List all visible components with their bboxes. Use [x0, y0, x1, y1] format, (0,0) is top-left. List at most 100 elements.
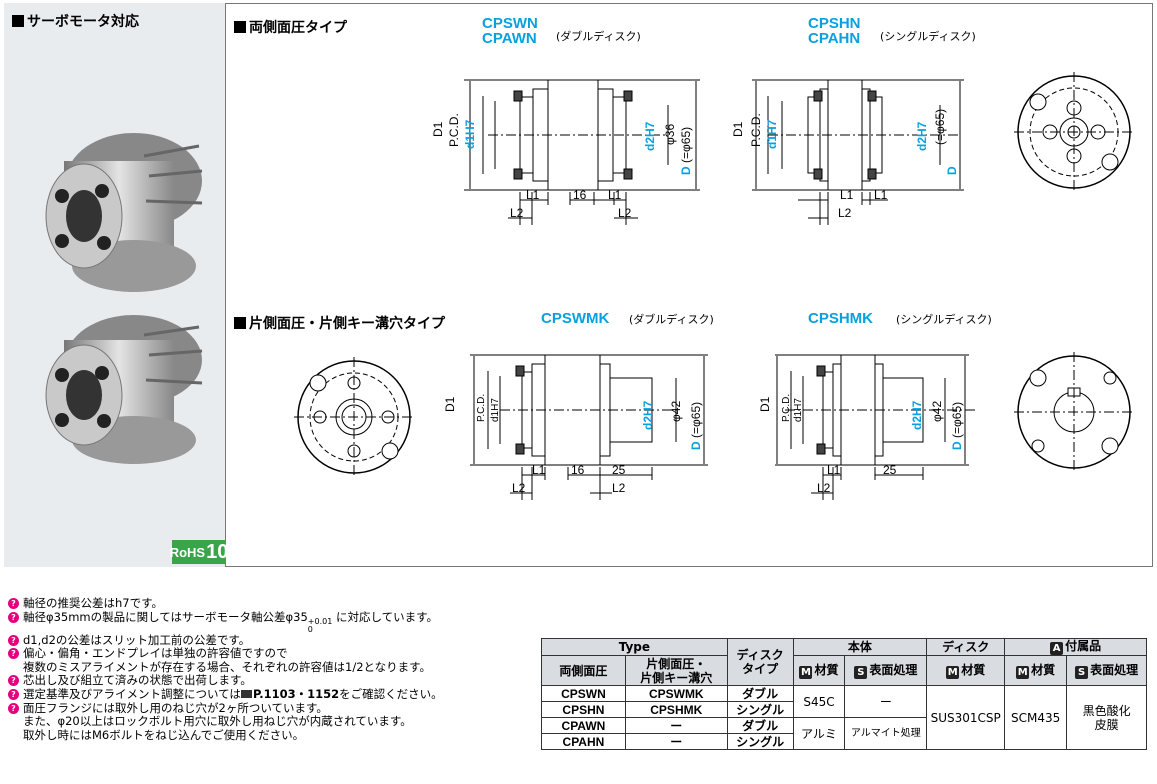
dim-pcd: P.C.D. — [476, 394, 487, 422]
dim-L1: L1 — [532, 463, 546, 477]
dim-L1: L1 — [827, 463, 841, 477]
table-row: CPAWN ー ダブル アルミ アルマイト処理 — [541, 717, 1147, 750]
coupling-photo-1 — [45, 133, 203, 292]
model-note-single: (シングルディスク) — [880, 30, 976, 43]
model-note-single-key: (シングルディスク) — [896, 313, 992, 326]
dim-phi42: φ42 — [669, 401, 683, 422]
dim-pcd: P.C.D. — [447, 113, 461, 147]
dim-L2-right: L2 — [618, 206, 632, 220]
dim-L1-right: L1 — [874, 188, 888, 202]
drawing-double-key: D1 P.C.D. d1H7 d2H7 φ42 D (=φ65) L1 16 2… — [443, 354, 708, 500]
end-view-key-left — [294, 357, 414, 477]
info-icon: ? — [8, 702, 19, 714]
dim-16: 16 — [573, 188, 587, 202]
dim-L1-left: L1 — [526, 188, 540, 202]
end-view-key-right — [1014, 352, 1134, 472]
dim-phi65: (=φ65) — [933, 109, 947, 145]
dim-d2: d2H7 — [910, 400, 924, 430]
info-icon: ? — [8, 611, 19, 623]
model-note-double: (ダブルディスク) — [556, 30, 641, 43]
dim-phi36: φ36 — [663, 124, 677, 145]
dim-D: D — [950, 441, 964, 450]
section-title-one: 片側面圧・片側キー溝穴タイプ — [234, 313, 445, 333]
table-row: CPAHN ー シングル — [541, 733, 1147, 750]
info-icon: ? — [8, 598, 19, 609]
th-one: 片側面圧・ 片側キー溝穴 — [624, 655, 728, 686]
th-both: 両側面圧 — [541, 655, 626, 686]
dim-L1-right: L1 — [608, 188, 622, 202]
dim-phi65: (=φ65) — [679, 127, 693, 163]
page-ref-link[interactable]: P.1103・1152 — [252, 686, 340, 701]
dim-D1: D1 — [431, 121, 445, 137]
dim-d1: d1H7 — [793, 398, 804, 422]
info-icon: ? — [8, 675, 19, 687]
dim-25: 25 — [612, 463, 626, 477]
note-3: ?d1,d2の公差はスリット加工前の公差です。 — [8, 633, 528, 648]
notes-list: ?軸径の推奨公差はh7です。 ?軸径φ35mmの製品に関してはサーボモータ軸公差… — [8, 596, 528, 742]
info-icon: ? — [8, 634, 19, 646]
dim-D1: D1 — [443, 396, 457, 412]
page-ref-icon — [240, 689, 252, 698]
dim-D1: D1 — [731, 121, 745, 137]
dim-25: 25 — [883, 463, 897, 477]
drawing-single-key: D1 P.C.D. d1H7 d2H7 φ42 D (=φ65) L1 25 L… — [758, 354, 975, 500]
dim-phi42: φ42 — [930, 401, 944, 422]
table-row: CPSWN CPSWMK ダブル S45C ー SUS301CSP SCM435… — [541, 685, 1147, 750]
dim-L2-right: L2 — [612, 481, 626, 495]
material-badge-icon: M — [799, 665, 813, 679]
model-label-single-key: CPSHMK — [808, 310, 874, 327]
dim-phi65: (=φ65) — [950, 402, 964, 438]
dim-d2: d2H7 — [641, 400, 655, 430]
section-title-both: 両側面圧タイプ — [234, 17, 347, 37]
material-badge-icon: M — [946, 665, 960, 679]
dim-L2-left: L2 — [512, 481, 526, 495]
th-disc: ディスク — [926, 638, 1006, 656]
info-icon: ? — [8, 648, 19, 660]
end-view-both — [1014, 72, 1134, 192]
dim-16: 16 — [571, 463, 585, 477]
dim-L2-left: L2 — [510, 206, 524, 220]
info-icon: ? — [8, 688, 19, 700]
surface-badge-icon: S — [1075, 665, 1089, 679]
surface-badge-icon: S — [854, 665, 868, 679]
dim-d1: d1H7 — [490, 398, 501, 422]
dim-d2: d2H7 — [915, 121, 929, 151]
note-1: ?軸径の推奨公差はh7です。 — [8, 596, 528, 611]
dim-d2: d2H7 — [643, 121, 657, 151]
note-7: ?面圧フランジには取外し用のねじ穴が2ヶ所ついています。 — [8, 701, 528, 716]
note-4-cont: 複数のミスアライメントが存在する場合、それぞれの許容値は1/2となります。 — [23, 659, 432, 674]
dim-pcd: P.C.D. — [749, 113, 763, 147]
material-badge-icon: M — [1016, 665, 1030, 679]
accessory-badge-icon: A — [1050, 642, 1064, 655]
th-type: Type — [541, 638, 728, 656]
dim-D: D — [945, 166, 959, 175]
dim-d1: d1H7 — [463, 119, 477, 149]
note-7-cont-1: また、φ20以上はロックボルト用穴に取外し用ねじ穴が内蔵されています。 — [23, 714, 412, 729]
drawing-double-both: D1 P.C.D. d1H7 d2H7 φ36 D (=φ65) L1 16 L… — [431, 79, 700, 225]
note-5: ?芯出し及び組立て済みの状態で出荷します。 — [8, 674, 528, 688]
dim-D: D — [689, 441, 703, 450]
drawing-single-both: D1 P.C.D. d1H7 d2H7 (=φ65) D L1 L1 L2 — [731, 79, 964, 225]
dim-L2: L2 — [838, 206, 852, 220]
dim-L1-left: L1 — [840, 188, 854, 202]
th-body: 本体 — [792, 638, 928, 656]
dim-D1: D1 — [758, 396, 772, 412]
dim-L2: L2 — [817, 481, 831, 495]
th-disc-type: ディスク タイプ — [726, 638, 794, 686]
dim-phi65: (=φ65) — [689, 402, 703, 438]
coupling-photo-2 — [45, 315, 203, 464]
model-note-double-key: (ダブルディスク) — [629, 313, 714, 326]
dim-d1: d1H7 — [765, 119, 779, 149]
dim-D: D — [679, 166, 693, 175]
table-row: CPSHN CPSHMK シングル — [541, 701, 1147, 718]
